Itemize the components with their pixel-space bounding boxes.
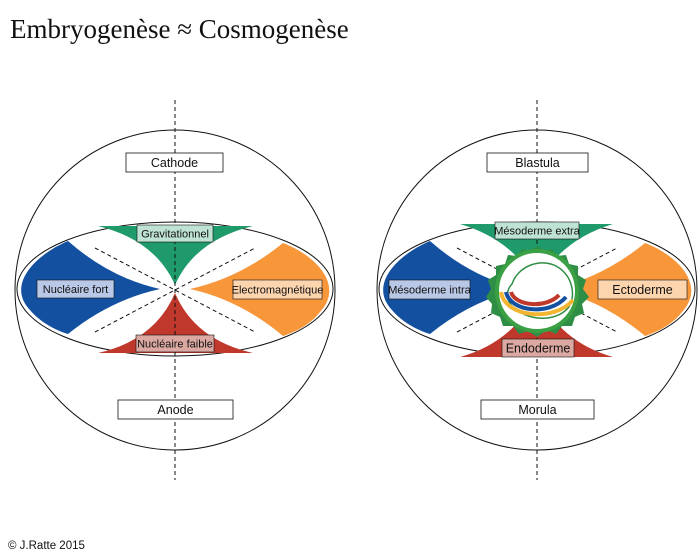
right-sphere: Blastula Mésoderme extra Mésoderme intra… xyxy=(376,100,698,480)
right-red-label: Endoderme xyxy=(506,342,571,356)
right-top-box: Blastula xyxy=(486,152,589,173)
left-diagonal-axis-2 xyxy=(94,247,256,333)
left-bottom-box: Anode xyxy=(117,399,234,420)
embryo-yellow-band xyxy=(499,291,575,317)
right-green-label: Mésoderme extra xyxy=(494,226,580,238)
right-top-label: Blastula xyxy=(515,156,560,170)
left-blue-label: Nucléaire fort xyxy=(43,284,108,296)
left-diagonal-axis-1 xyxy=(94,247,256,333)
embryo-illustration xyxy=(486,246,589,337)
left-green-label: Gravitationnel xyxy=(141,229,209,241)
left-top-label: Cathode xyxy=(151,156,198,170)
right-diagonal-axis-2 xyxy=(456,247,618,333)
right-orange-label: Ectoderme xyxy=(612,283,672,297)
left-sphere: Cathode Gravitationnel Nucléaire fort El… xyxy=(14,100,336,480)
left-red-label: Nucléaire faible xyxy=(137,339,213,351)
copyright-footer: © J.Ratte 2015 xyxy=(8,540,85,552)
embryo-blue-band xyxy=(504,291,568,312)
right-bottom-label: Morula xyxy=(518,403,556,417)
left-orange-label: Electromagnétique xyxy=(232,285,324,297)
page-title: Embryogenèse ≈ Cosmogenèse xyxy=(10,14,349,44)
right-orange-box: Ectoderme xyxy=(597,279,688,300)
left-orange-box: Electromagnétique xyxy=(232,279,324,300)
left-red-box: Nucléaire faible xyxy=(135,334,215,353)
right-red-box: Endoderme xyxy=(501,338,575,358)
left-green-box: Gravitationnel xyxy=(136,224,214,243)
right-bottom-box: Morula xyxy=(480,399,595,420)
right-blue-box: Mésoderme intra xyxy=(388,279,472,300)
right-diagonal-axis-1 xyxy=(456,247,618,333)
right-green-box: Mésoderme extra xyxy=(494,221,581,240)
embryo-red-band xyxy=(509,291,561,307)
left-top-box: Cathode xyxy=(125,152,224,173)
right-blue-label: Mésoderme intra xyxy=(388,285,471,297)
left-bottom-label: Anode xyxy=(157,403,193,417)
left-blue-box: Nucléaire fort xyxy=(36,279,115,299)
